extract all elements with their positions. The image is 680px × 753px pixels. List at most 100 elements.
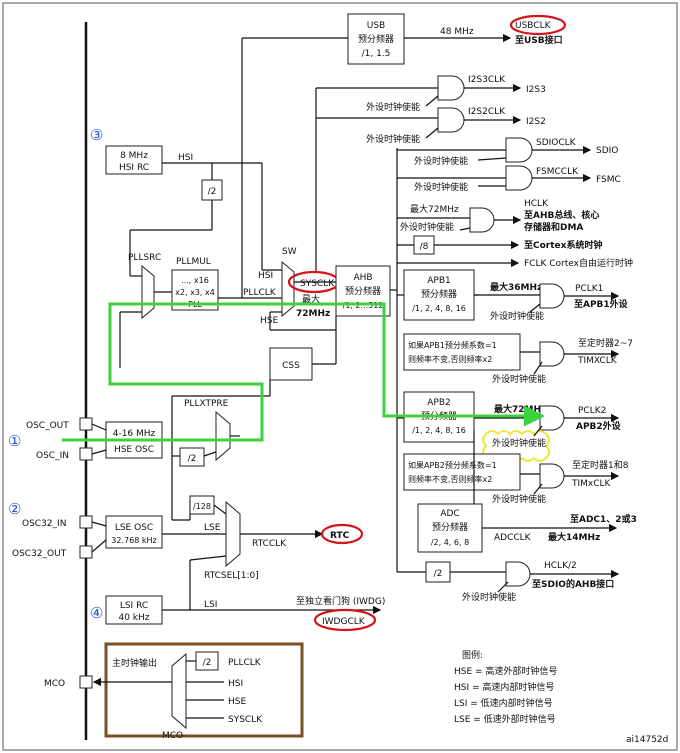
- apb2-timer-note-line1: 如果APB2预分频系数=1: [408, 460, 497, 470]
- pllxtpre-label: PLLXTPRE: [184, 399, 229, 409]
- lse-label: LSE: [204, 523, 221, 533]
- apb1-box-line3: /1, 2, 4, 8, 16: [412, 304, 466, 313]
- usbclk-label: USBCLK: [515, 21, 552, 31]
- adc-prescaler-box: [417, 503, 483, 553]
- iwdgclk-label: IWDGCLK: [322, 617, 366, 627]
- pclk1-label: PCLK1: [575, 284, 603, 294]
- timer18-label: 至定时器1和8: [572, 459, 629, 471]
- osc-out-label: OSC_OUT: [26, 421, 69, 431]
- osc-out-pin: [79, 417, 93, 431]
- usb-dest-label: 至USB接口: [515, 34, 563, 46]
- rtcsel-mux: [225, 500, 241, 568]
- pclk2-gate: [539, 405, 565, 431]
- usb-freq-label: 48 MHz: [440, 27, 474, 37]
- sdio-enable-label: 外设时钟使能: [414, 155, 468, 167]
- pclk2-label: PCLK2: [578, 406, 606, 416]
- highlight-path: [62, 302, 545, 442]
- i2s2-gate: [437, 107, 465, 133]
- timer27-label: 至定时器2~7: [578, 337, 633, 349]
- div128-out: [213, 504, 227, 515]
- timx2-gate: [539, 463, 565, 489]
- hse-div2-out: [203, 451, 217, 457]
- osc32-out-pin: [79, 545, 93, 559]
- mco-mux-label: MCO: [162, 731, 183, 741]
- fsmcclk-label: FSMCCLK: [536, 167, 579, 177]
- fsmc-enable-label: 外设时钟使能: [414, 181, 468, 193]
- iwdg-dest-label: 至独立看门狗 (IWDG): [296, 595, 385, 607]
- div128-label: /128: [193, 502, 211, 511]
- hsi-rc-box: [105, 145, 163, 175]
- sysclk-72-label: 72MHz: [296, 309, 330, 319]
- rtcclk-label: RTCCLK: [252, 539, 287, 549]
- legend-hse: HSE = 高速外部时钟信号: [454, 665, 557, 677]
- hsi-rc-line2: HSI RC: [119, 163, 149, 173]
- hclk-div2-text: HCLK/2: [544, 561, 577, 571]
- osc-out-wire: [91, 423, 107, 431]
- osc-in-wire: [91, 449, 107, 455]
- rtc-label: RTC: [330, 531, 350, 541]
- sdio-ahb-enable-line: [497, 581, 509, 593]
- lse-osc-box: [105, 515, 163, 549]
- iwdgclk-highlight: [313, 608, 377, 632]
- apb1-timer-note-line1: 如果APB1预分频系数=1: [408, 340, 497, 350]
- usb-prescaler-box: [347, 13, 405, 65]
- mco-hsi-label: HSI: [228, 679, 243, 689]
- lse-osc-line2: 32.768 kHz: [111, 536, 156, 545]
- sw-hse-label: HSE: [260, 316, 278, 326]
- apb1-dest-label: 至APB1外设: [574, 298, 629, 310]
- osc-in-label: OSC_IN: [36, 451, 69, 461]
- usb-box-line3: /1, 1.5: [362, 49, 391, 59]
- usb-box-line2: 预分频器: [358, 33, 394, 45]
- osc32-out-label: OSC32_OUT: [12, 549, 67, 559]
- apb1-max-label: 最大36MHz: [490, 281, 542, 293]
- i2s3-enable-line: [425, 95, 439, 107]
- hse-osc-line1: 4-16 MHz: [113, 429, 156, 439]
- ahb-prescaler-box: [335, 265, 391, 317]
- hse-div2-label: /2: [188, 454, 197, 464]
- i2s2-enable-label: 外设时钟使能: [366, 133, 420, 145]
- osc32-in-pin: [79, 515, 93, 529]
- hclk-enable-line: [459, 227, 471, 231]
- lsi-rc-line2: 40 kHz: [118, 613, 149, 623]
- css-box: [269, 347, 313, 381]
- osc32-in-wire: [91, 521, 107, 527]
- pclk1-enable-line: [529, 303, 541, 313]
- hsi-rc-line1: 8 MHz: [120, 151, 148, 161]
- fclk-label: FCLK Cortex自由运行时钟: [524, 257, 633, 269]
- pllmul-label: PLLMUL: [176, 257, 211, 267]
- adc-dest-label: 至ADC1、2或3: [570, 513, 637, 525]
- apb1-box-line1: APB1: [427, 276, 450, 286]
- adc-box-line3: /2, 4, 6, 8: [431, 538, 469, 547]
- mco-pllclk-label: PLLCLK: [228, 658, 262, 668]
- mco-frame: [104, 642, 304, 738]
- lsi-rc-box: [105, 595, 163, 625]
- lsi-to-rtc-h: [189, 555, 227, 561]
- hclk-dest-line2: 存储器和DMA: [524, 221, 583, 233]
- marker-2: ②: [8, 500, 21, 518]
- hclk-label: HCLK: [524, 199, 549, 209]
- adcclk-label: ADCCLK: [494, 533, 532, 543]
- marker-1: ①: [8, 432, 21, 450]
- legend-lsi: LSI = 低速内部时钟信号: [454, 697, 553, 709]
- apb2-timer-note-line2: 则频率不变,否则频率x2: [408, 474, 492, 484]
- timxclk-label: TIMXCLK: [577, 356, 618, 366]
- osc32-in-label: OSC32_IN: [22, 519, 66, 529]
- mco-sysclk-label: SYSCLK: [228, 715, 263, 725]
- hclk-gate: [469, 207, 495, 233]
- i2s3-label: I2S3: [526, 85, 546, 95]
- pclk2-enable-label: 外设时钟使能: [492, 437, 546, 449]
- pllsrc-label: PLLSRC: [128, 253, 161, 263]
- sw-hsi-label: HSI: [258, 271, 273, 281]
- legend-lse: LSE = 低速外部时钟信号: [454, 713, 556, 725]
- legend-hsi: HSI = 高速内部时钟信号: [454, 681, 554, 693]
- hse-osc-line2: HSE OSC: [114, 445, 154, 455]
- apb1-timer-note-line2: 则频率不变,否则频率x2: [408, 354, 492, 364]
- ahb-box-line2: 预分频器: [345, 285, 381, 297]
- pllclk-label: PLLCLK: [243, 288, 277, 298]
- pllsrc-mux: [141, 264, 155, 320]
- usbclk-highlight: [509, 14, 567, 36]
- lse-osc-line1: LSE OSC: [115, 523, 153, 533]
- osc-in-pin: [79, 447, 93, 461]
